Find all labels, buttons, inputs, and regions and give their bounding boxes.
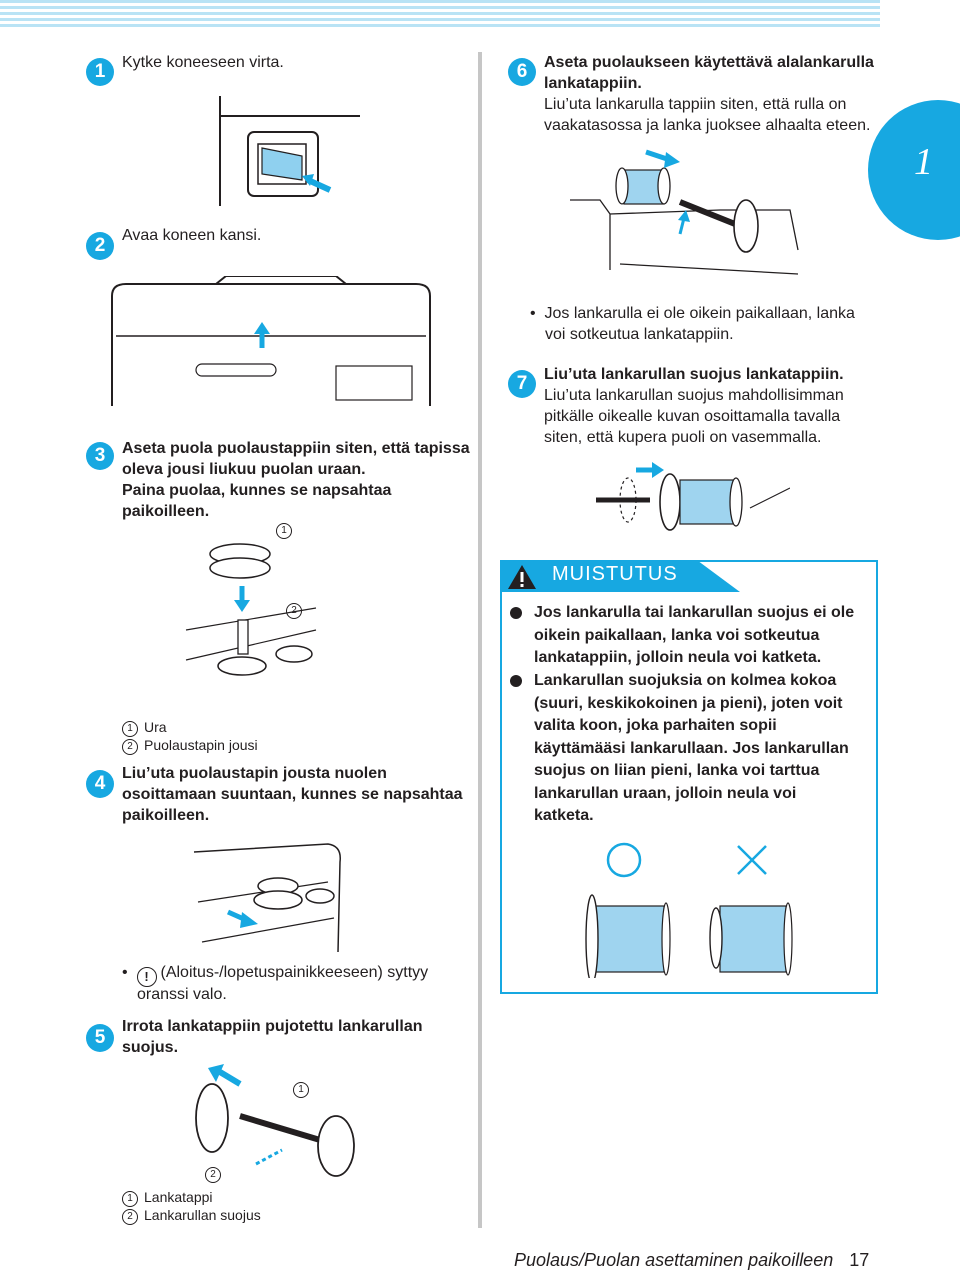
correct-incorrect-spool-illustration — [585, 842, 793, 978]
memo-item-2-line-1: Lankarullan suojuksia on kolmea kokoa — [534, 672, 837, 689]
callout-marker: 1 — [122, 721, 138, 737]
spring-lever-illustration — [193, 843, 341, 952]
step-badge-6: 6 — [508, 58, 536, 86]
legend5-item-1: 1 Lankatappi — [122, 1188, 213, 1207]
step-7-line-3: pitkälle oikealle kuvan osoittamalla tav… — [544, 408, 841, 425]
machine-top-illustration — [111, 276, 431, 406]
callout-marker: 1 — [293, 1082, 309, 1098]
callout-marker: 2 — [286, 603, 302, 619]
spool-placement-illustration — [570, 149, 799, 275]
step-6-line-1: Aseta puolaukseen käytettävä alalankarul… — [544, 54, 874, 71]
step-7-line-4: siten, että kupera puoli on vasemmalla. — [544, 429, 822, 446]
fig3-callout-2: 2 — [286, 600, 308, 619]
column-divider — [478, 52, 482, 1228]
page-number: 17 — [849, 1250, 870, 1270]
legend-label: Ura — [144, 719, 167, 735]
incorrect-mark-icon — [737, 845, 767, 875]
power-switch-illustration — [219, 96, 360, 206]
step-badge-4: 4 — [86, 770, 114, 798]
step-6-line-4: vaakatasossa ja lanka juoksee alhaalta e… — [544, 117, 871, 134]
fig5-callout-2: 2 — [205, 1164, 227, 1183]
step-2-text: Avaa koneen kansi. — [122, 227, 262, 244]
step-4-line-3: paikoilleen. — [122, 807, 210, 824]
memo-item-1-line-1: Jos lankarulla tai lankarullan suojus ei… — [534, 604, 855, 621]
step-5-line-1: Irrota lankatappiin pujotettu lankarulla… — [122, 1018, 423, 1035]
step-badge-1: 1 — [86, 58, 114, 86]
memo-item-2: Lankarullan suojuksia on kolmea kokoa (s… — [510, 670, 868, 828]
callout-marker: 1 — [276, 523, 292, 539]
legend-label: Puolaustapin jousi — [144, 737, 258, 753]
legend-label: Lankatappi — [144, 1189, 213, 1205]
callout-marker: 1 — [122, 1191, 138, 1207]
memo-item-2-line-5: suojus on liian pieni, lanka voi tarttua — [534, 762, 820, 779]
callout-marker: 2 — [205, 1167, 221, 1183]
step-3-line-1: Aseta puola puolaustappiin siten, että t… — [122, 440, 470, 457]
memo-item-1: Jos lankarulla tai lankarullan suojus ei… — [510, 602, 868, 670]
memo-title: MUISTUTUS — [552, 563, 678, 585]
memo-item-2-line-7: katketa. — [534, 807, 594, 824]
legend5-item-2: 2 Lankarullan suojus — [122, 1206, 261, 1225]
spool-pin-cap-removal-illustration — [195, 1064, 355, 1177]
step-4-line-2: osoittamaan suuntaan, kunnes se napsahta… — [122, 786, 463, 803]
memo-item-1-line-2: oikein paikallaan, lanka voi sotkeutua — [534, 626, 820, 644]
step-3-line-3: Paina puolaa, kunnes se napsahtaa — [122, 482, 392, 499]
callout-marker: 2 — [122, 1209, 138, 1225]
legend3-item-1: 1 Ura — [122, 718, 167, 737]
correct-mark-icon — [606, 842, 642, 878]
step-7-line-2: Liu’uta lankarullan suojus mahdollisimma… — [544, 387, 844, 404]
step-1-text: Kytke koneeseen virta. — [122, 54, 284, 71]
memo-header-band — [500, 560, 740, 592]
chapter-number: 1 — [914, 141, 933, 183]
memo-item-2-line-4: käyttämääsi lankarullaan. Jos lankarulla… — [534, 739, 849, 757]
step-badge-3: 3 — [86, 442, 114, 470]
start-stop-icon: ! — [136, 967, 157, 987]
led-note-text: (Aloitus-/lopetuspainikkeeseen) syttyy — [160, 964, 429, 981]
step-3-line-4: paikoilleen. — [122, 503, 210, 520]
bullet6-line-2: voi sotkeutua lankatappiin. — [545, 326, 734, 343]
memo-bullet — [510, 675, 522, 687]
header-stripes — [0, 0, 880, 34]
fig5-callout-1: 1 — [293, 1079, 315, 1098]
step-badge-5: 5 — [86, 1024, 114, 1052]
step-7-line-1: Liu’uta lankarullan suojus lankatappiin. — [544, 366, 844, 383]
bobbin-winder-illustration — [185, 543, 317, 676]
footer-title: Puolaus/Puolan asettaminen paikoilleen — [514, 1250, 834, 1270]
bullet6-line-1: • Jos lankarulla ei ole oikein paikallaa… — [530, 305, 855, 322]
memo-bullet — [510, 607, 522, 619]
spool-cap-attach-illustration — [596, 462, 790, 531]
led-note-line-1: • !(Aloitus-/lopetuspainikkeeseen) sytty… — [122, 962, 428, 987]
callout-marker: 2 — [122, 739, 138, 755]
step-badge-7: 7 — [508, 370, 536, 398]
step-3-line-2: oleva jousi liukuu puolan uraan. — [122, 461, 366, 478]
fig3-callout-1: 1 — [276, 520, 298, 539]
step-6-line-3: Liu’uta lankarulla tappiin siten, että r… — [544, 96, 847, 113]
page-footer: Puolaus/Puolan asettaminen paikoilleen 17 — [514, 1250, 869, 1271]
bullet6-text: Jos lankarulla ei ole oikein paikallaan,… — [544, 305, 855, 322]
led-note-line-2: oranssi valo. — [137, 986, 227, 1003]
memo-item-1-line-3: lankatappiin, jolloin neula voi katketa. — [534, 649, 822, 666]
warning-icon — [508, 565, 536, 589]
step-badge-2: 2 — [86, 232, 114, 260]
step-4-line-1: Liu’uta puolaustapin jousta nuolen — [122, 765, 387, 782]
legend-label: Lankarullan suojus — [144, 1207, 261, 1223]
memo-item-2-line-2: (suuri, keskikokoinen ja pieni), joten v… — [534, 694, 843, 712]
memo-item-2-line-6: lankarullan uraan, jolloin neula voi — [534, 784, 797, 802]
step-5-line-2: suojus. — [122, 1039, 179, 1056]
memo-item-2-line-3: valita koon, joka parhaiten sopii — [534, 717, 777, 734]
step-6-line-2: lankatappiin. — [544, 75, 642, 92]
legend3-item-2: 2 Puolaustapin jousi — [122, 736, 258, 755]
